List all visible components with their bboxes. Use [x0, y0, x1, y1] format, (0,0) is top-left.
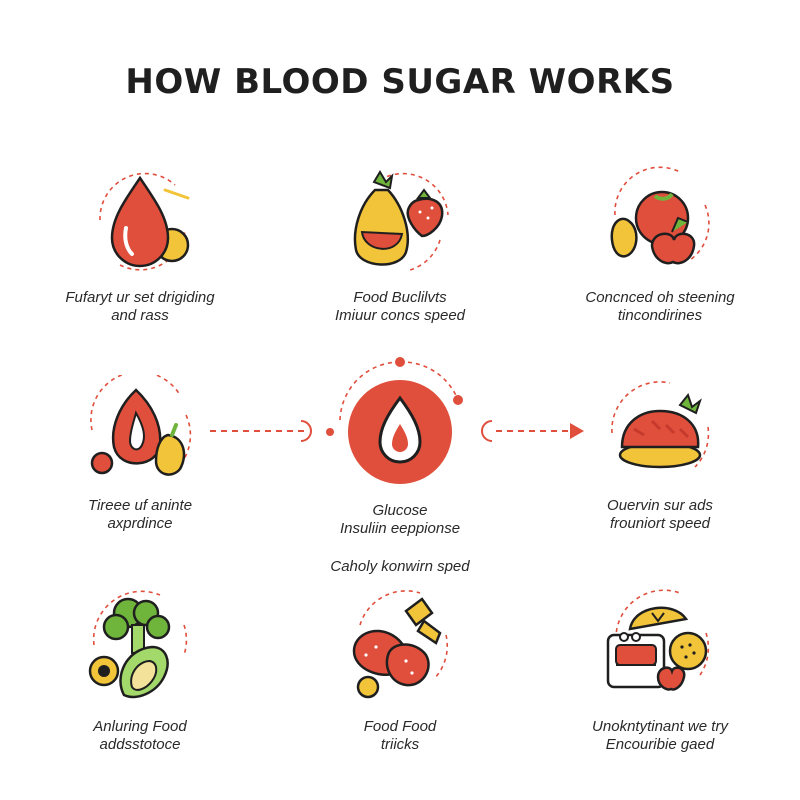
fruit-drop-icon — [90, 375, 192, 476]
caption-4-line1: Tireee uf aninte — [87, 497, 193, 514]
glucose-drop-icon — [326, 357, 463, 484]
caption-9-line2: Encouribie gaed — [605, 736, 715, 753]
caption-4-line2: axprdince — [107, 515, 173, 532]
caption-7: Anluring Food addsstotoce — [20, 718, 260, 754]
caption-7-line2: addsstotoce — [99, 736, 181, 753]
blood-drop-icon — [99, 172, 190, 271]
sweets-candy-icon — [352, 590, 449, 699]
caption-6-line2: frouniort speed — [609, 515, 711, 532]
caption-7-line1: Anluring Food — [93, 718, 187, 735]
caption-1: Fufaryt ur set drigiding and rass — [20, 289, 260, 325]
dashed-arrow-right — [481, 420, 584, 442]
caption-8-line2: triicks — [380, 736, 420, 753]
fruit-basket-icon — [353, 170, 449, 271]
apple-tomato-icon — [610, 166, 710, 265]
caption-9: Unokntytinant we try Encouribie gaed — [540, 718, 780, 754]
caption-8-line1: Food Food — [363, 718, 437, 735]
caption-6-line1: Ouervin sur ads — [607, 497, 713, 514]
caption-1-line2: and rass — [111, 307, 169, 324]
caption-5-line1: Glucose — [372, 502, 428, 519]
caption-1-line1: Fufaryt ur set drigiding — [65, 289, 215, 306]
food-container-icon — [606, 589, 710, 691]
caption-2: Food Buclilvts Imiuur concs speed — [280, 289, 520, 325]
caption-9-line1: Unokntytinant we try — [592, 718, 728, 735]
caption-6: Ouervin sur ads frouniort speed — [540, 497, 780, 533]
pie-icon — [611, 381, 710, 469]
caption-5-line2: Insuliin eeppionse — [339, 520, 461, 537]
caption-3-line1: Concnced oh steening — [585, 289, 735, 306]
caption-3-line2: tincondirines — [617, 307, 703, 324]
caption-5-line3: Caholy konwirn sped — [330, 558, 470, 575]
caption-8: Food Food triicks — [280, 718, 520, 754]
broccoli-avocado-icon — [88, 590, 188, 699]
caption-3: Concnced oh steening tincondirines — [540, 289, 780, 325]
caption-5: Glucose Insuliin eeppionse Caholy konwir… — [280, 502, 520, 576]
dashed-arrow-left — [210, 420, 312, 442]
page-title: HOW BLOOD SUGAR WORKS — [125, 62, 675, 102]
caption-4: Tireee uf aninte axprdince — [20, 497, 260, 533]
caption-2-line2: Imiuur concs speed — [334, 307, 466, 324]
caption-2-line1: Food Buclilvts — [353, 289, 447, 306]
